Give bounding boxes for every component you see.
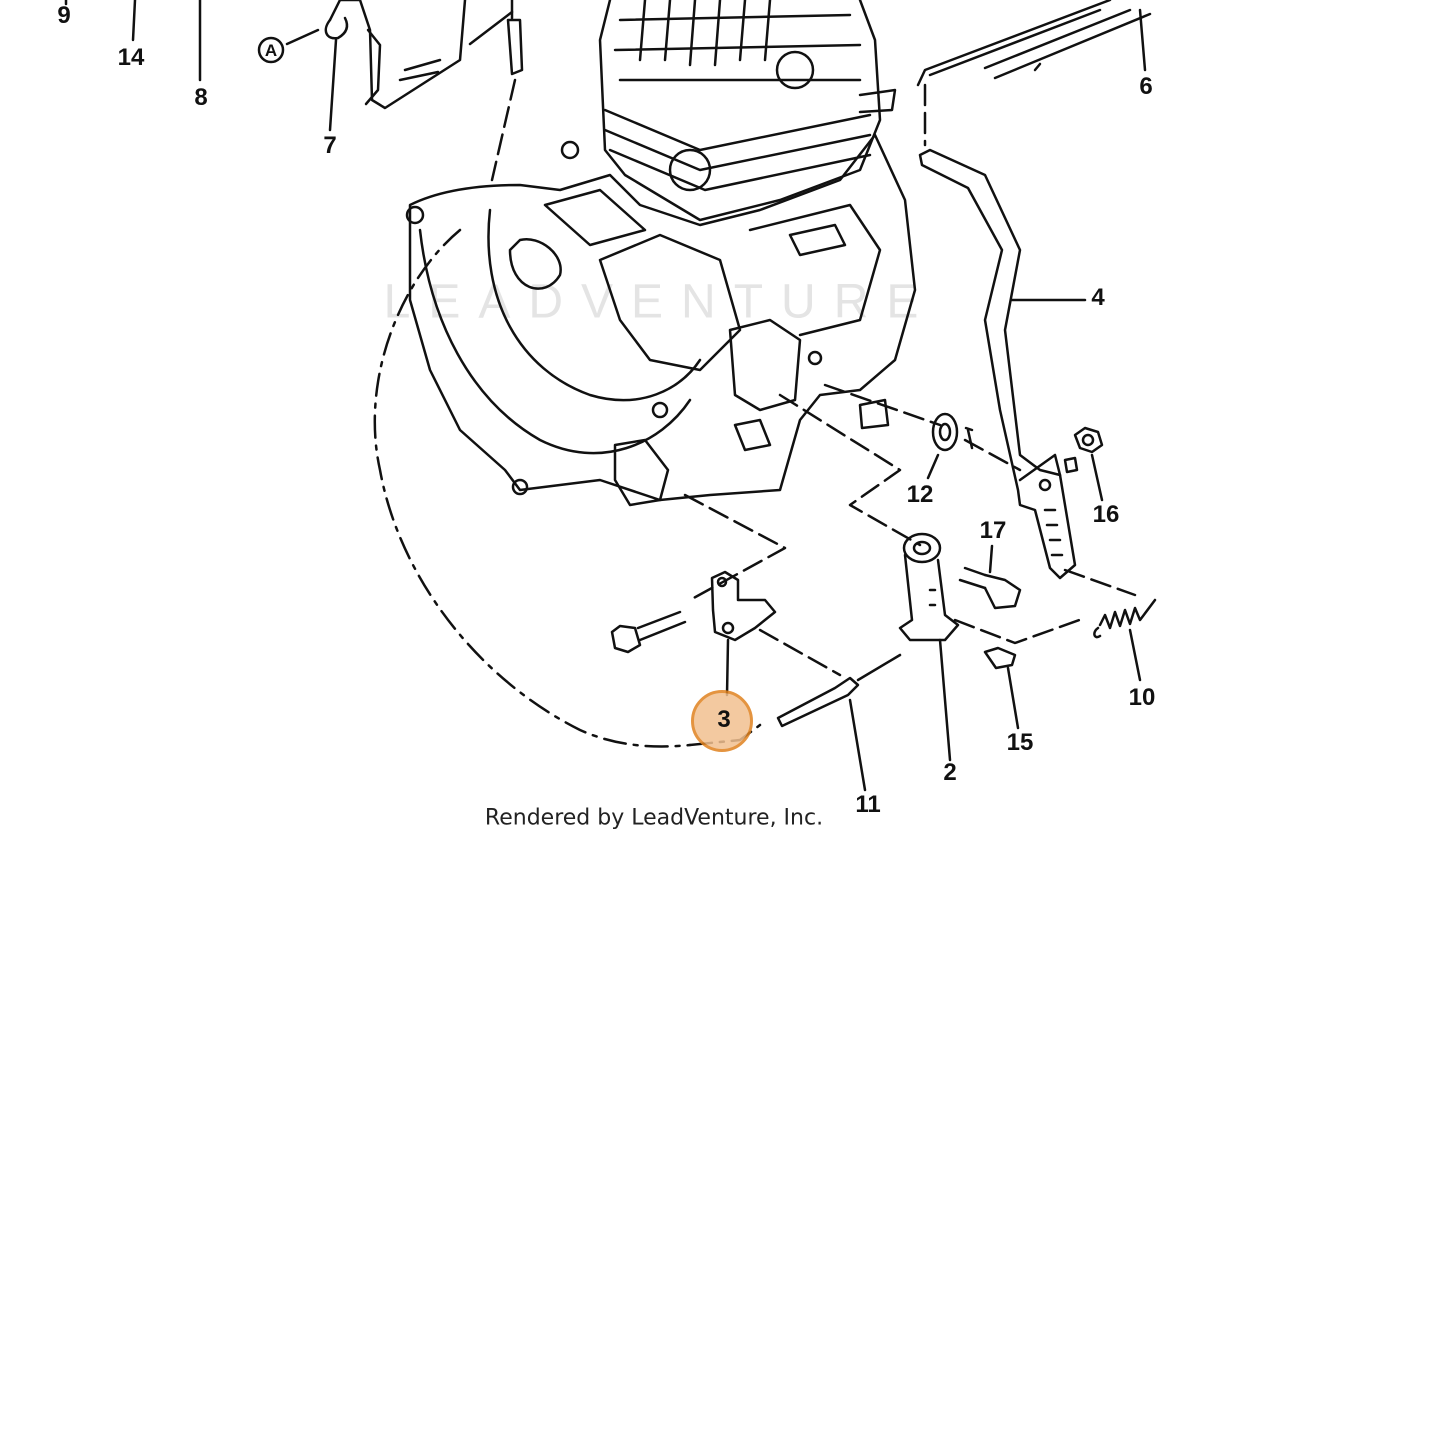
flywheel-dashed-outline xyxy=(373,228,692,748)
linkage-rod-11 xyxy=(776,653,902,792)
label-part-9[interactable]: 9 xyxy=(57,2,71,29)
bolt-17 xyxy=(958,544,1022,610)
callout-a-label: A xyxy=(264,41,278,60)
label-part-4[interactable]: 4 xyxy=(1091,284,1105,311)
callout-a-marker xyxy=(257,28,320,64)
screw-left xyxy=(610,610,687,654)
label-part-10[interactable]: 10 xyxy=(1128,684,1156,711)
label-part-16[interactable]: 16 xyxy=(1092,501,1120,528)
control-lever xyxy=(918,148,1087,580)
label-part-14[interactable]: 14 xyxy=(117,44,145,71)
label-part-11[interactable]: 11 xyxy=(855,791,881,818)
label-part-8[interactable]: 8 xyxy=(194,84,208,111)
render-credit: Rendered by LeadVenture, Inc. xyxy=(484,805,824,831)
crankcase xyxy=(405,133,917,507)
label-part-2[interactable]: 2 xyxy=(943,759,957,786)
label-part-12[interactable]: 12 xyxy=(906,481,934,508)
label-part-6[interactable]: 6 xyxy=(1139,73,1153,100)
leader-lines-upper xyxy=(64,0,1147,132)
highlight-part-3[interactable] xyxy=(691,690,753,752)
throttle-rod xyxy=(916,0,1152,87)
screw-15 xyxy=(983,646,1020,730)
alignment-lines xyxy=(490,78,1137,677)
nut-16 xyxy=(1063,426,1104,502)
cylinder-head xyxy=(598,0,897,222)
spring-10 xyxy=(1093,598,1157,682)
upper-left-bracket xyxy=(324,0,524,110)
watermark: LEADVENTURE xyxy=(383,275,937,329)
label-part-17[interactable]: 17 xyxy=(979,517,1007,544)
bracket-3 xyxy=(710,570,777,697)
label-part-15[interactable]: 15 xyxy=(1006,729,1034,756)
label-part-3[interactable]: 3 xyxy=(717,706,731,733)
label-part-7[interactable]: 7 xyxy=(323,132,337,159)
governor-arm-2 xyxy=(898,532,960,762)
washer-12 xyxy=(926,412,974,480)
